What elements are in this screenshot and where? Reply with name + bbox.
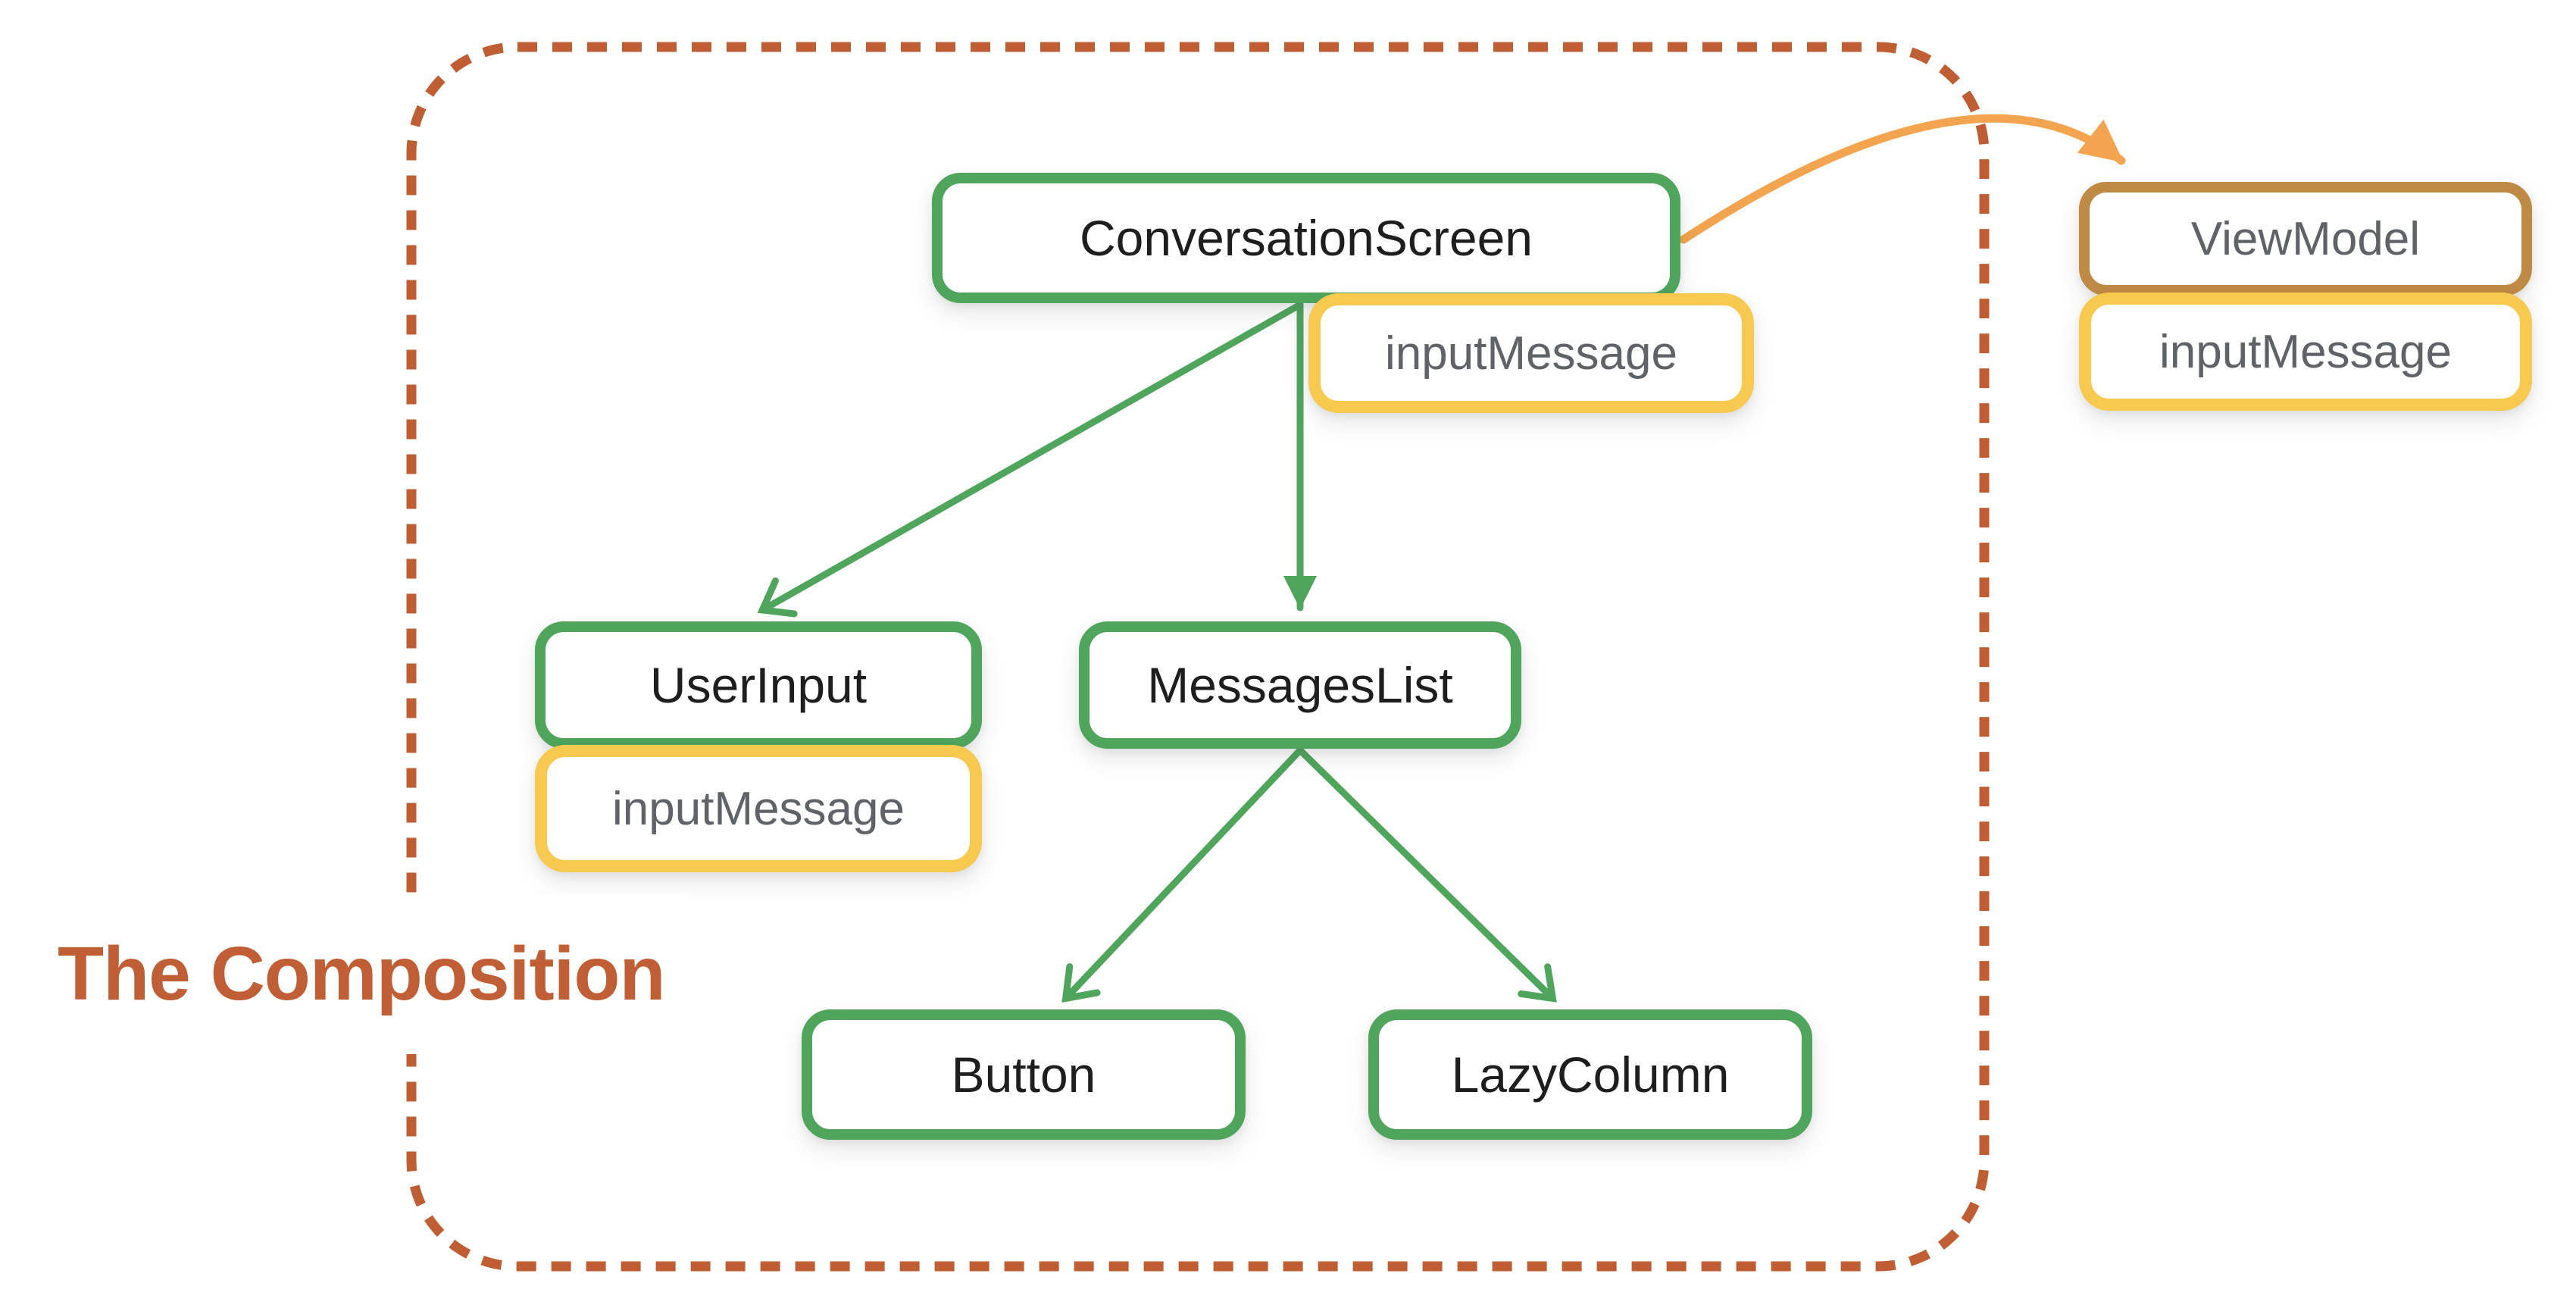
node-view-model-state: inputMessage [2079, 293, 2532, 411]
edge-messageslist-lazycolumn [1296, 746, 1557, 1003]
node-label: ViewModel [2190, 212, 2421, 265]
node-conversation-screen-state: inputMessage [1308, 293, 1754, 413]
node-user-input: UserInput [535, 621, 982, 749]
node-messages-list: MessagesList [1079, 621, 1521, 749]
node-button: Button [802, 1009, 1246, 1140]
diagram-title: The Composition [35, 894, 688, 1054]
node-label: inputMessage [611, 782, 905, 835]
node-label: inputMessage [1384, 327, 1678, 380]
node-label: inputMessage [2159, 325, 2453, 378]
node-user-input-state: inputMessage [535, 745, 982, 872]
node-label: LazyColumn [1451, 1047, 1730, 1103]
edge-conversationscreen-userinput [757, 301, 1304, 618]
node-label: UserInput [649, 657, 868, 713]
node-label: ConversationScreen [1080, 210, 1533, 266]
node-label: MessagesList [1147, 657, 1453, 713]
node-view-model: ViewModel [2079, 182, 2532, 296]
edge-conversationscreen-viewmodel [1679, 114, 2126, 244]
composition-boundary [406, 42, 1990, 1272]
node-conversation-screen: ConversationScreen [932, 173, 1680, 303]
node-label: Button [951, 1047, 1096, 1103]
node-lazy-column: LazyColumn [1368, 1009, 1812, 1140]
edge-messageslist-button [1061, 746, 1304, 1003]
